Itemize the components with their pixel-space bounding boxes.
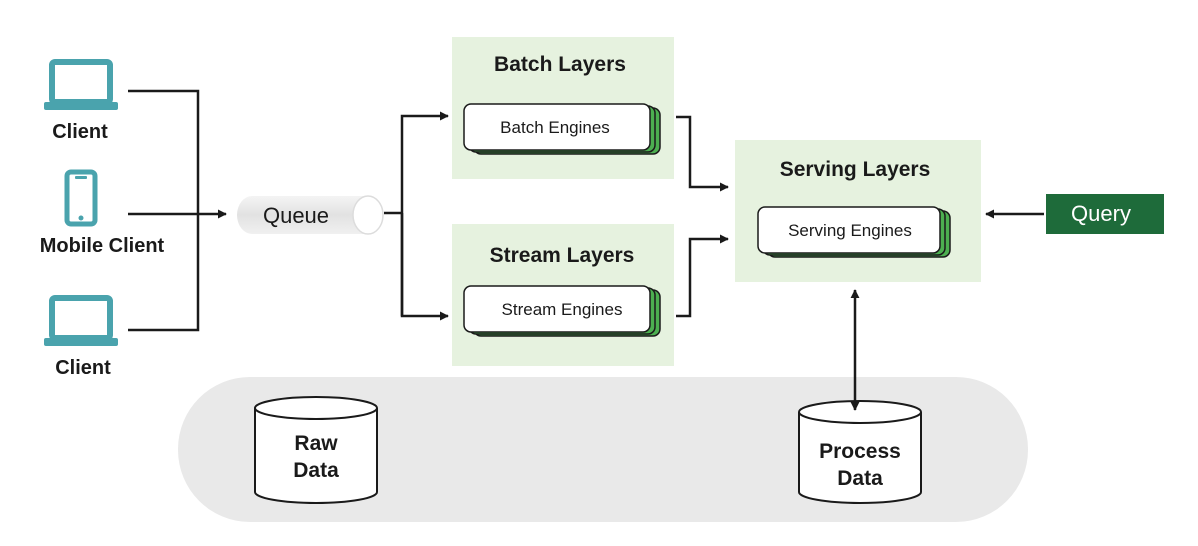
client-label: Client [52, 121, 108, 143]
stream-layer: Stream Layers Stream Engines [452, 224, 674, 366]
serving-layer: Serving Layers Serving Engines [735, 140, 981, 282]
stream-layer-title: Stream Layers [490, 244, 635, 267]
batch-layer-title: Batch Layers [494, 53, 626, 76]
serving-layer-title: Serving Layers [780, 158, 931, 181]
batch-layer: Batch Layers Batch Engines [452, 37, 674, 179]
queue-to-layers-arrows [384, 111, 449, 321]
mobile-phone-icon [64, 169, 98, 227]
raw-data-store: Raw Data [254, 396, 378, 504]
laptop-icon [44, 59, 118, 110]
raw-data-label-2: Data [293, 459, 339, 482]
stream-engines-label: Stream Engines [502, 300, 623, 319]
client-connectors [128, 89, 227, 332]
serving-engines-label: Serving Engines [788, 221, 912, 240]
queue-label: Queue [263, 203, 329, 228]
process-data-label-1: Process [819, 440, 901, 463]
mobile-client-label: Mobile Client [40, 235, 165, 257]
client-label: Client [55, 357, 111, 379]
process-data-store: Process Data [798, 400, 922, 504]
query-label: Query [1071, 201, 1131, 226]
layers-to-serving-arrows [676, 115, 729, 318]
query-box: Query [1046, 194, 1164, 234]
queue-pipe: Queue [237, 195, 384, 235]
batch-engines-label: Batch Engines [500, 118, 610, 137]
process-data-label-2: Data [837, 467, 883, 490]
raw-data-label-1: Raw [294, 432, 338, 455]
laptop-icon [44, 295, 118, 346]
